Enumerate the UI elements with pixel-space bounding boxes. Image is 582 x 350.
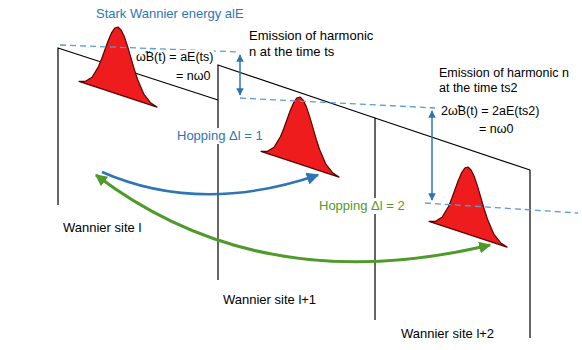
energy-label: Stark Wannier energy alE xyxy=(95,6,245,22)
hopping-label: Hopping Δl = 1 xyxy=(176,128,264,144)
energy-level xyxy=(240,98,435,108)
site-plane xyxy=(375,118,530,320)
site-label: Wannier site l+1 xyxy=(222,292,317,308)
energy-level xyxy=(425,203,578,213)
site-plane xyxy=(58,48,218,205)
site-label: Wannier site l+2 xyxy=(400,326,495,342)
wave-packet xyxy=(261,97,339,177)
emission-note: Emission of harmonic n at the time ts2 xyxy=(438,66,578,96)
site-label: Wannier site l xyxy=(62,220,142,236)
formula-label: 2ω̃B(t) = 2aE(ts2) xyxy=(440,104,540,119)
formula-label: = nω0 xyxy=(175,69,211,84)
energy-gap-arrow xyxy=(239,55,241,95)
formula-label: ω̃B(t) = aE(ts) xyxy=(135,50,214,65)
formula-label: = nω0 xyxy=(478,122,514,137)
wave-packet xyxy=(79,27,157,107)
hopping-label: Hopping Δl = 2 xyxy=(318,198,406,214)
hopping-arrow xyxy=(102,172,318,194)
emission-note: Emission of harmonic n at the time ts xyxy=(248,28,382,59)
site-plane xyxy=(529,170,530,338)
energy-gap-arrow xyxy=(431,111,433,200)
